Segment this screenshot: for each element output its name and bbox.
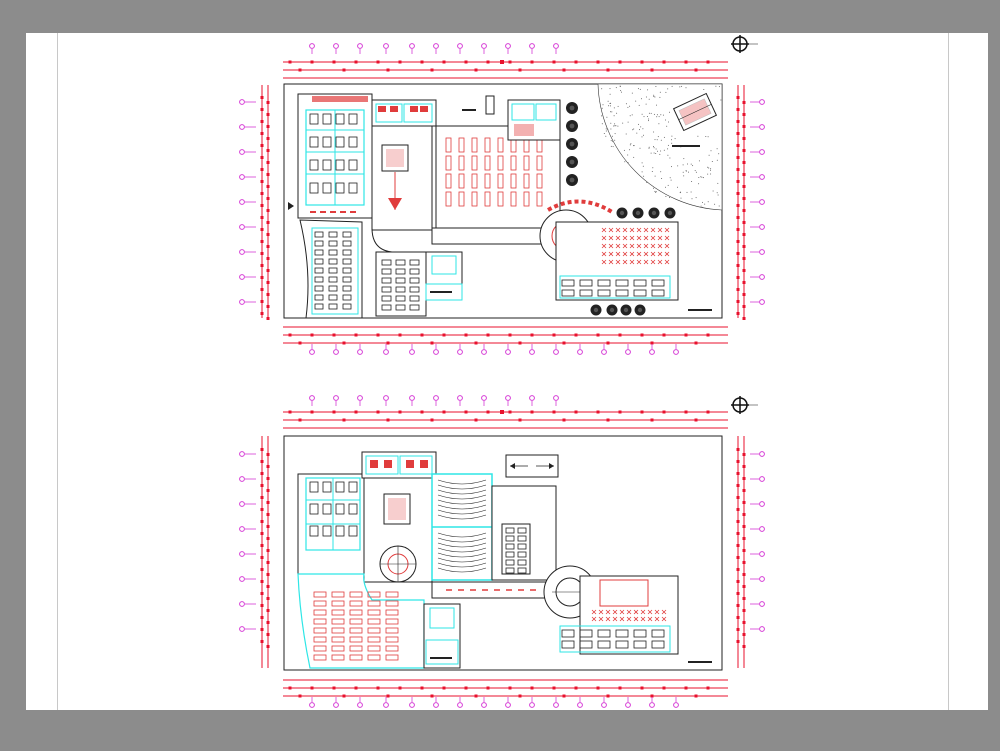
top-service-block <box>361 451 437 479</box>
corridor <box>431 227 553 245</box>
top-grid-bubbles <box>309 395 559 406</box>
pavilion-building <box>672 92 718 132</box>
left-lower-block <box>299 219 363 319</box>
tree-row-bottom <box>590 304 646 316</box>
side-grid-bubbles <box>239 99 765 305</box>
central-hall <box>363 477 433 583</box>
tree-row <box>616 207 676 219</box>
auditoriums <box>431 454 559 581</box>
left-wing <box>297 473 365 575</box>
plan-frame <box>283 435 723 671</box>
right-block <box>559 575 679 655</box>
north-arrow-icon <box>731 35 758 53</box>
lower-center-rooms <box>423 603 461 669</box>
top-right-service <box>462 95 561 141</box>
left-wing <box>297 93 373 219</box>
entrance-arrow-icon <box>288 202 294 210</box>
lower-center-rooms <box>375 251 463 317</box>
north-arrow-icon <box>731 396 758 414</box>
bottom-grid-bubbles <box>309 344 679 355</box>
tree-symbols <box>566 102 578 186</box>
upper-floor-plan <box>239 395 765 708</box>
bottom-dimension-ticks <box>288 686 710 698</box>
top-dimension-lines <box>283 411 728 429</box>
bottom-dimension-lines <box>283 326 728 344</box>
right-middle-block <box>491 485 557 581</box>
bottom-grid-bubbles <box>309 697 679 708</box>
side-dimension-ticks <box>260 448 746 648</box>
top-service-block <box>371 99 437 127</box>
seating-area <box>555 221 679 301</box>
side-grid-bubbles <box>239 451 765 632</box>
side-dimension-ticks <box>260 96 746 320</box>
top-dimension-lines <box>283 61 728 79</box>
ground-floor-plan <box>239 43 765 355</box>
top-dimension-ticks <box>288 410 710 422</box>
top-dimension-ticks <box>288 60 710 72</box>
left-lower-block <box>297 573 425 669</box>
top-grid-bubbles <box>309 43 559 54</box>
bottom-dimension-lines <box>283 679 728 697</box>
side-dimension-lines <box>261 85 745 318</box>
sheet-margin-right <box>948 33 949 710</box>
landscape-stipple <box>601 85 722 208</box>
bottom-dimension-ticks <box>288 333 710 345</box>
reading-room <box>435 125 561 241</box>
sheet-margin-left <box>57 33 58 710</box>
